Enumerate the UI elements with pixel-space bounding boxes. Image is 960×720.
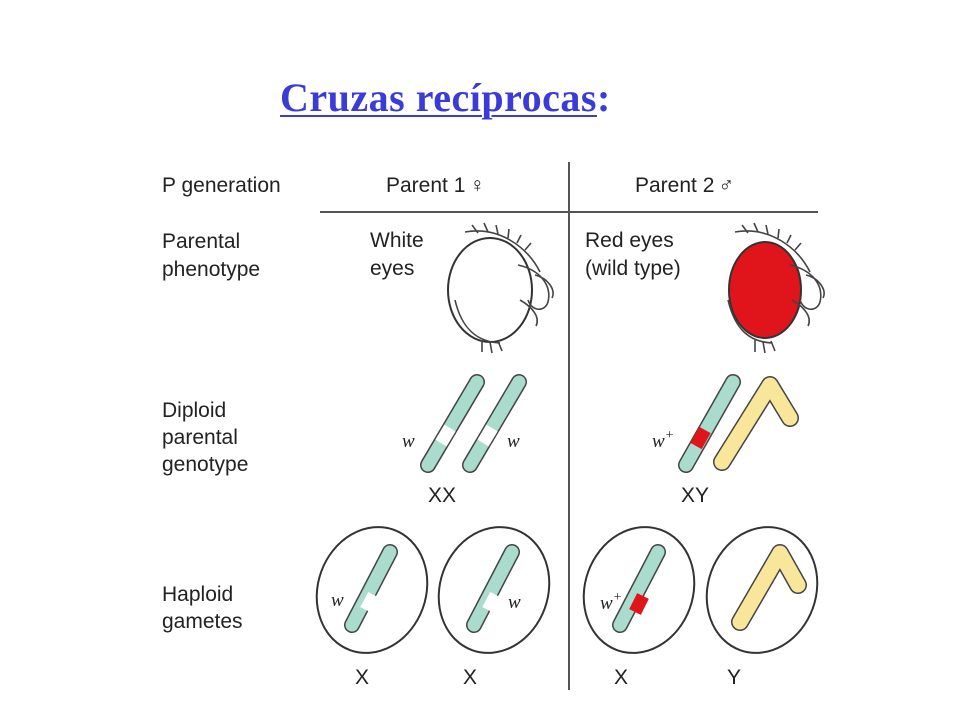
fly-head-red-eye-icon: [727, 222, 825, 354]
gamete-1-label: X: [355, 666, 369, 689]
title-colon: :: [596, 75, 611, 120]
parent2-genotype: XY: [681, 484, 709, 507]
title-text: Cruzas recíprocas: [280, 75, 597, 120]
gamete-3: w+: [582, 526, 696, 654]
slide-title: Cruzas recíprocas:: [280, 74, 611, 121]
gamete-3-label: X: [614, 666, 628, 689]
gamete-4-label: Y: [727, 666, 741, 689]
parent2-x-chromosome: [678, 374, 741, 473]
gamete-1: w: [315, 526, 429, 654]
parent1-x-chromosome-a: [420, 374, 485, 473]
gamete-2-label: X: [463, 666, 477, 689]
row-label-diploid-genotype: Diploid parental genotype: [162, 399, 248, 476]
parent2-header: Parent 2♂: [635, 174, 734, 197]
parent2-phenotype: Red eyes (wild type): [585, 229, 681, 280]
parent2-y-chromosome: [713, 376, 799, 471]
parent1-phenotype: White eyes: [370, 229, 430, 280]
parent1-x-chromosome-b: [462, 374, 527, 473]
parent1-allele-b: w: [507, 431, 520, 452]
gamete-2: w: [437, 526, 551, 654]
parent1-genotype: XX: [428, 484, 456, 507]
row-label-parental-phenotype: Parental phenotype: [162, 230, 260, 281]
parent1-allele-a: w: [402, 431, 415, 452]
row-label-p-generation: P generation: [162, 174, 281, 197]
fly-head-white-eye-icon: [447, 222, 554, 354]
parent1-header: Parent 1♀: [386, 174, 485, 197]
parent2-allele: w+: [652, 428, 674, 452]
gamete-2-allele: w: [508, 592, 521, 613]
row-label-haploid-gametes: Haploid gametes: [162, 583, 243, 633]
gamete-1-allele: w: [331, 590, 344, 611]
gamete-4: [705, 526, 819, 654]
